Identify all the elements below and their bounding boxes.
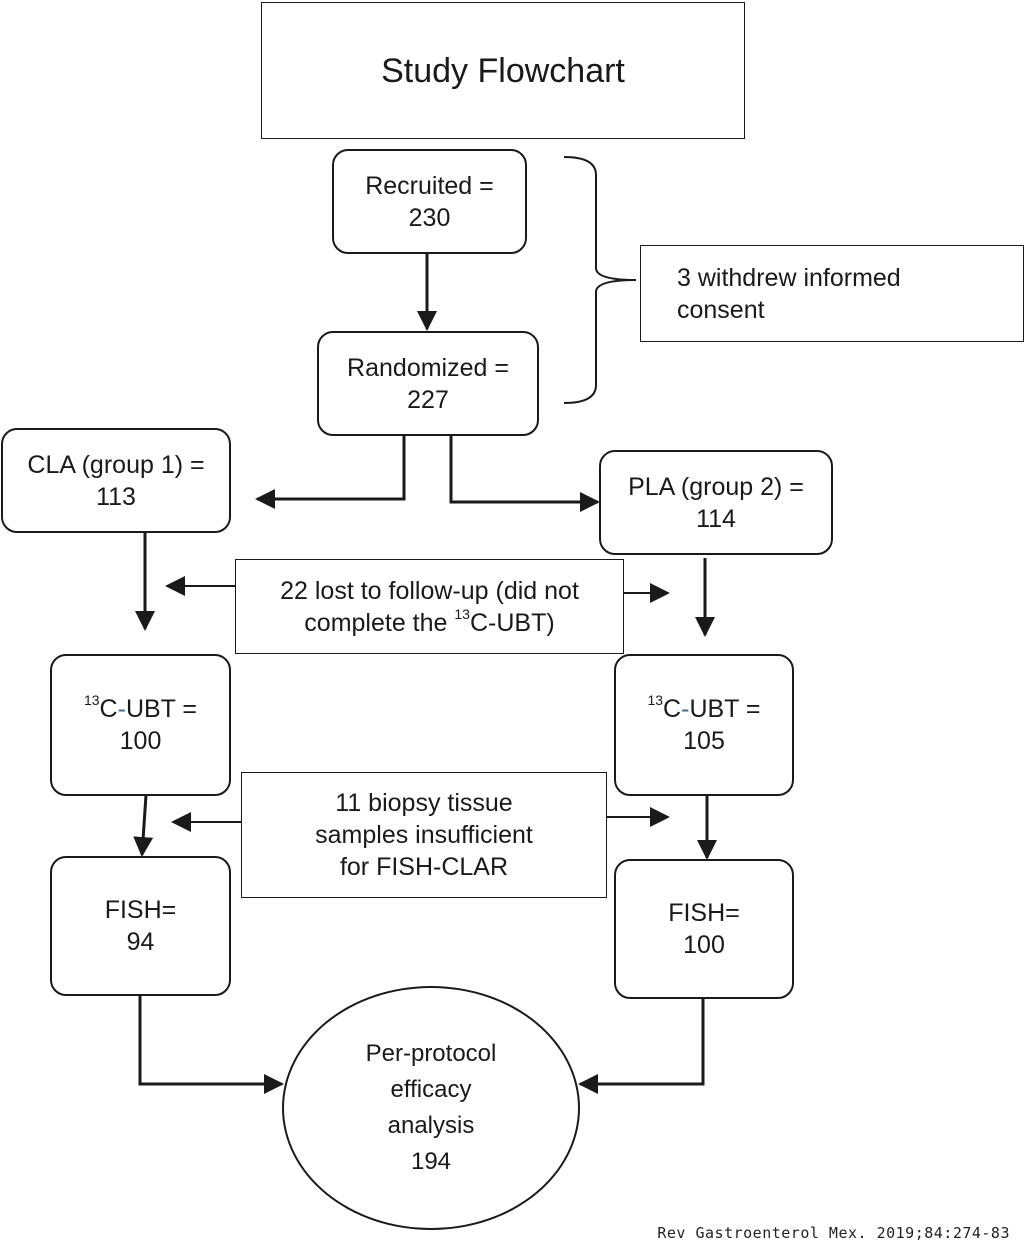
withdrew-box: 3 withdrew informed consent [640, 245, 1024, 342]
source-credit: Rev Gastroenterol Mex. 2019;84:274-83 [657, 1224, 1010, 1242]
pla-group-box: PLA (group 2) = 114 [599, 450, 833, 555]
randomized-box: Randomized = 227 [317, 331, 539, 436]
arrow-ubt-to-fish-cla [133, 794, 154, 857]
lost-followup-box: 22 lost to follow-up (did not complete t… [235, 559, 624, 654]
fish-cla-box: FISH= 94 [50, 856, 231, 996]
lost-line2: complete the 13C-UBT) [304, 605, 555, 637]
randomized-value: 227 [407, 385, 449, 414]
fish-cla-label: FISH= [104, 896, 177, 924]
biopsy-line3: for FISH-CLAR [339, 853, 509, 881]
ubt-cla-value: 100 [119, 727, 162, 755]
flowchart-title: Study Flowchart [381, 51, 625, 90]
cla-value: 113 [96, 482, 136, 511]
biopsy-box: 11 biopsy tissue samples insufficient fo… [241, 772, 607, 898]
ubt-pla-label: 13C-UBT = [647, 692, 761, 723]
arrow-randomized-to-pla [449, 435, 600, 512]
cla-group-box: CLA (group 1) = 113 [1, 428, 231, 533]
arrow-randomized-to-cla [255, 435, 406, 509]
withdrew-line2: consent [677, 295, 765, 324]
flowchart-title-box: Study Flowchart [261, 2, 745, 139]
recruited-box: Recruited = 230 [332, 149, 527, 254]
outcome-value: 194 [410, 1148, 452, 1175]
recruited-label: Recruited = [365, 171, 494, 200]
lost-line1: 22 lost to follow-up (did not [280, 576, 579, 605]
ubt-pla-box: 13C-UBT = 105 [614, 654, 794, 796]
withdrew-line1: 3 withdrew informed [677, 263, 901, 292]
ubt-cla-label: 13C-UBT = [83, 692, 198, 723]
recruited-value: 230 [408, 203, 451, 232]
withdrawal-bracket [563, 156, 637, 404]
pla-value: 114 [696, 504, 736, 533]
biopsy-line1: 11 biopsy tissue [335, 789, 513, 817]
randomized-label: Randomized = [347, 353, 509, 382]
biopsy-line2: samples insufficient [315, 821, 533, 849]
fish-pla-value: 100 [683, 931, 725, 959]
outcome-line2: efficacy [390, 1076, 472, 1103]
cla-label: CLA (group 1) = [27, 450, 205, 479]
fish-cla-value: 94 [126, 928, 155, 956]
arrow-fish-pla-to-outcome [578, 997, 705, 1094]
outcome-line1: Per-protocol [365, 1040, 497, 1067]
pla-label: PLA (group 2) = [628, 472, 804, 501]
ubt-cla-box: 13C-UBT = 100 [50, 654, 231, 796]
fish-pla-label: FISH= [668, 899, 740, 927]
fish-pla-box: FISH= 100 [614, 859, 794, 999]
outcome-line3: analysis [387, 1112, 475, 1139]
arrow-fish-cla-to-outcome [138, 995, 284, 1094]
ubt-pla-value: 105 [683, 727, 725, 755]
per-protocol-analysis-oval: Per-protocol efficacy analysis 194 [282, 986, 580, 1230]
